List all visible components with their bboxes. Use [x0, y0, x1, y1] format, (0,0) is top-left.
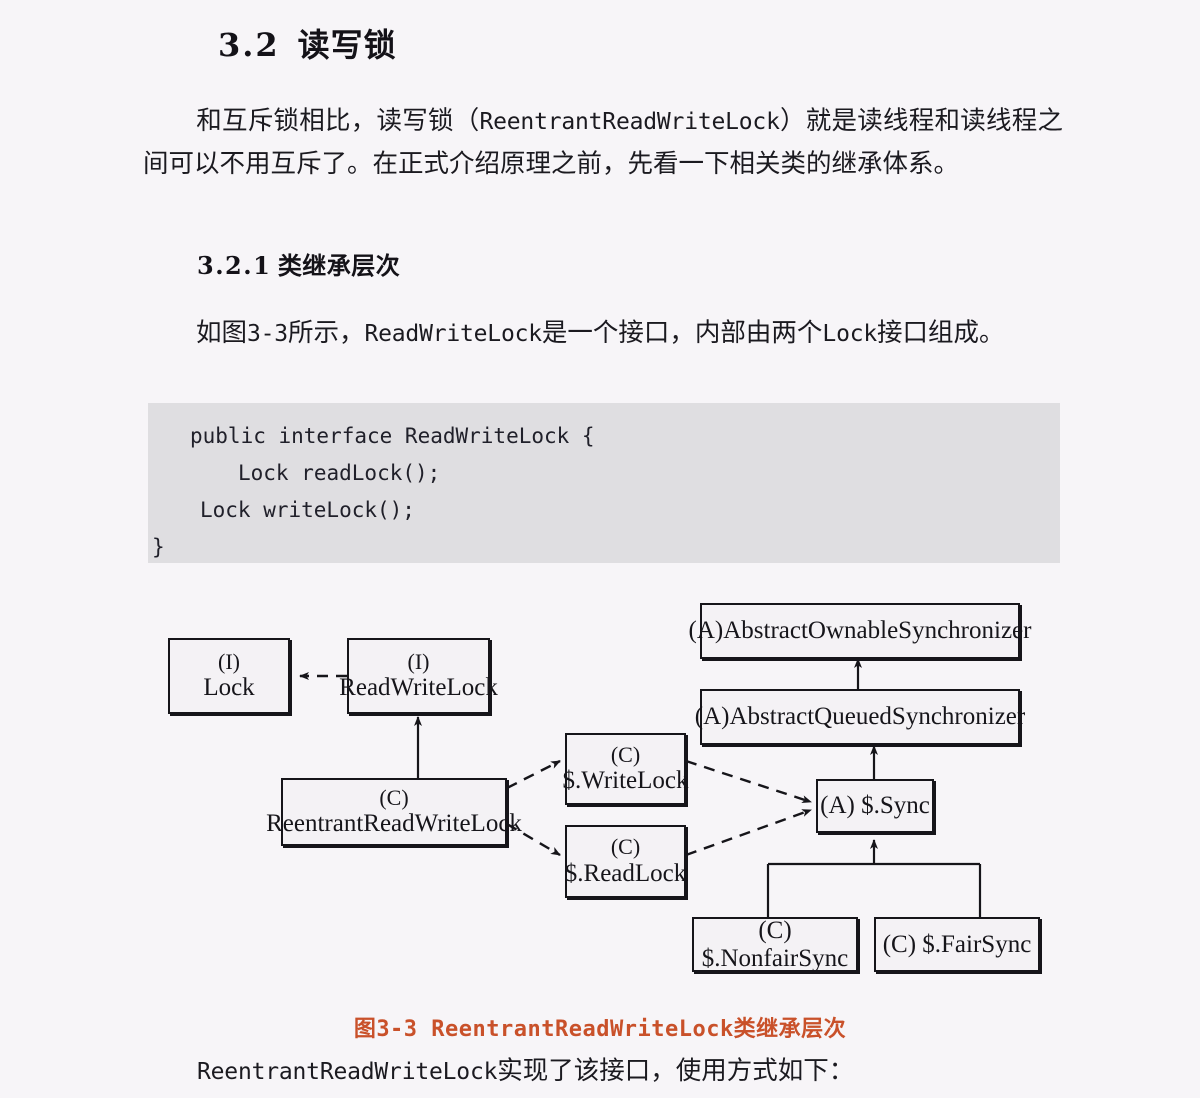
section-number: 3.2	[218, 26, 280, 64]
node-readwritelock: (I) ReadWriteLock	[339, 638, 498, 714]
code-line: Lock writeLock();	[200, 498, 415, 522]
fig-text-mid2: 是一个接口，内部由两个	[541, 318, 823, 347]
node-reentrantreadwritelock: (C) ReentrantReadWriteLock	[266, 778, 522, 846]
diagram-connectors	[299, 658, 982, 917]
node-fairsync-label: (C) $.FairSync	[882, 930, 1032, 958]
node-abstractownablesynchronizer: (A)AbstractOwnableSynchronizer	[689, 603, 1031, 659]
trailing-class-name: ReentrantReadWriteLock	[197, 1059, 498, 1085]
fig-number-ref: 3-3	[247, 321, 288, 347]
node-lock-stereotype: (I)	[218, 648, 240, 674]
code-block: public interface ReadWriteLock { Lock rea…	[148, 403, 1060, 563]
node-abstractqueuedsynchronizer: (A)AbstractQueuedSynchronizer	[695, 689, 1025, 745]
node-writelock-stereotype: (C)	[610, 741, 641, 767]
intro-text-before: 和互斥锁相比，读写锁（	[196, 106, 480, 135]
node-nonfairsync: (C) $.NonfairSync	[692, 917, 858, 972]
section-title: 读写锁	[297, 27, 397, 63]
fig-text-before: 如图	[196, 318, 248, 347]
trailing-text: 实现了该接口，使用方式如下：	[497, 1056, 855, 1085]
node-readlock-name: $.ReadLock	[564, 859, 687, 887]
node-nonfairsync-label: (C) $.NonfairSync	[701, 916, 849, 972]
node-readlock-stereotype: (C)	[610, 834, 641, 860]
code-line: }	[152, 535, 165, 559]
figure-reference-paragraph: 如图3-3所示，ReadWriteLock是一个接口，内部由两个Lock接口组成…	[143, 312, 1063, 355]
fig-text-after: 接口组成。	[877, 318, 1005, 347]
node-readlock: (C) $.ReadLock	[565, 825, 686, 898]
code-line: public interface ReadWriteLock {	[190, 424, 595, 448]
intro-paragraph: 和互斥锁相比，读写锁（ReentrantReadWriteLock）就是读线程和…	[143, 100, 1063, 184]
node-lock-name: Lock	[203, 674, 255, 702]
edge-readlock-to-sync	[685, 808, 812, 857]
node-abstractqueuedsynchronizer-label: (A)AbstractQueuedSynchronizer	[694, 703, 1026, 730]
code-block-content: public interface ReadWriteLock { Lock rea…	[148, 403, 1060, 566]
node-sync-label: (A) $.Sync	[820, 792, 930, 819]
edge-rrwlock-to-readlock	[506, 822, 561, 857]
code-line: Lock readLock();	[238, 461, 441, 485]
node-readwritelock-name: ReadWriteLock	[339, 674, 498, 702]
section-heading: 3.2 读写锁	[218, 20, 397, 66]
fig-interface-name: ReadWriteLock	[364, 321, 542, 347]
node-writelock: (C) $.WriteLock	[562, 733, 689, 805]
node-abstractownablesynchronizer-label: (A)AbstractOwnableSynchronizer	[688, 617, 1032, 644]
subsection-heading: 3.2.1 类继承层次	[197, 246, 400, 281]
fig-text-mid1: 所示，	[287, 318, 365, 347]
node-fairsync: (C) $.FairSync	[874, 917, 1040, 972]
node-reentrantreadwritelock-name: ReentrantReadWriteLock	[266, 810, 522, 838]
class-hierarchy-diagram: (I) Lock (I) ReadWriteLock (C) Reentrant…	[0, 576, 1200, 996]
subsection-number: 3.2.1	[197, 251, 272, 280]
node-lock: (I) Lock	[168, 638, 290, 714]
trailing-paragraph: ReentrantReadWriteLock实现了该接口，使用方式如下：	[197, 1052, 854, 1091]
figure-caption: 图3-3 ReentrantReadWriteLock类继承层次	[353, 1017, 847, 1042]
edge-rrwlock-to-writelock	[506, 759, 561, 790]
edge-writelock-to-sync	[685, 759, 812, 804]
node-reentrantreadwritelock-stereotype: (C)	[379, 784, 409, 810]
fig-lock-name: Lock	[822, 321, 878, 347]
intro-class-name: ReentrantReadWriteLock	[479, 109, 780, 135]
node-writelock-name: $.WriteLock	[562, 767, 689, 795]
node-readwritelock-stereotype: (I)	[407, 648, 430, 674]
node-sync: (A) $.Sync	[816, 779, 934, 833]
intro-text-after: ）就是读线程和读线程之间可以不用互斥了。在正式介绍原理之前，先看一下相关类的继承…	[143, 106, 1063, 178]
subsection-title: 类继承层次	[277, 254, 401, 280]
